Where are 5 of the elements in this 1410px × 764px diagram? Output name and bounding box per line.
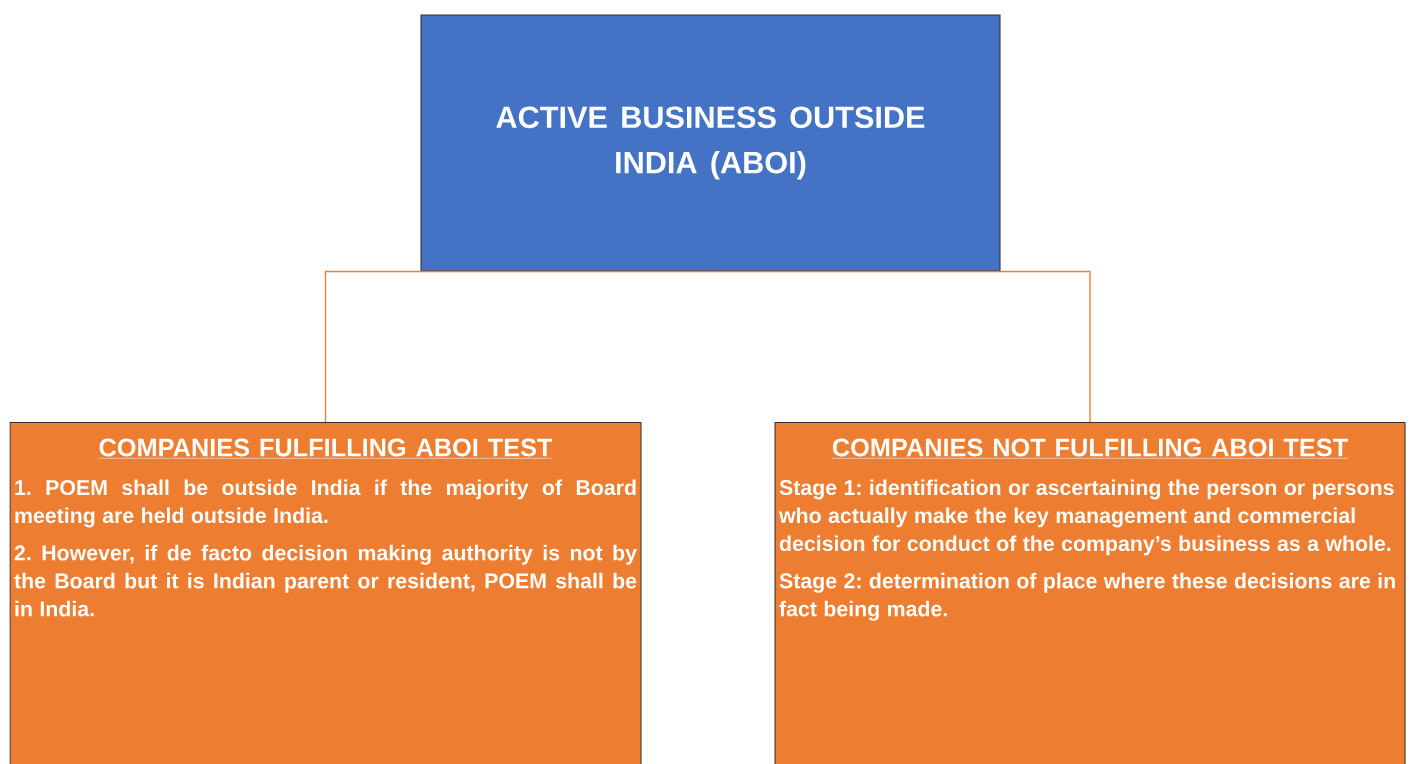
title-box: ACTIVE BUSINESS OUTSIDE INDIA (ABOI) [420, 14, 1001, 272]
connector [324, 270, 712, 423]
text-box: COMPANIES FULFILLING ABOI TEST 1. POEM shall be outside India if the majority of Board meeting are held outside India. 2. However, if de facto decision making authority is not by the Board but it is Indian parent or resident, POEM shall be in India. [9, 422, 642, 764]
connector [709, 270, 1091, 423]
text-box: COMPANIES NOT FULFILLING ABOI TEST Stage 1: identification or ascertaining the person or persons who actually make the key management and commercial decision for conduct of the company’s business as a whole. Stage 2: determination of place where these decisions are in fact being made. [774, 422, 1406, 764]
